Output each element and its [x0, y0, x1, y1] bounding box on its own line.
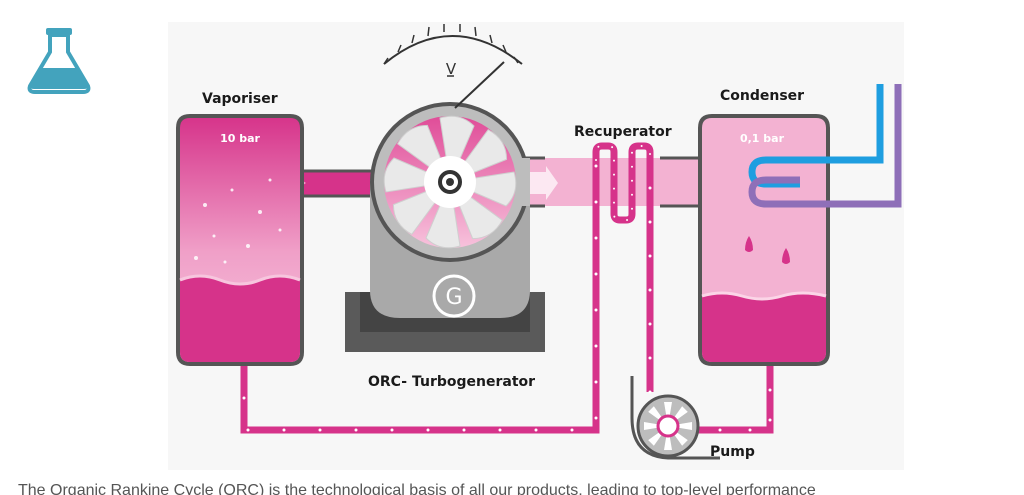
- condenser-tank: [698, 114, 830, 366]
- condenser-pressure: 0,1 bar: [740, 132, 785, 145]
- flow-arrow-icon: [530, 166, 558, 200]
- vaporiser-label: Vaporiser: [202, 91, 278, 107]
- turbogenerator-label: ORC- Turbogenerator: [368, 374, 535, 390]
- vaporiser-pressure: 10 bar: [220, 132, 260, 145]
- pump-label: Pump: [710, 444, 755, 460]
- condensate-pipe: [690, 360, 774, 434]
- flask-icon: [27, 28, 91, 94]
- figure-caption: The Organic Rankine Cycle (ORC) is the t…: [18, 482, 816, 495]
- turbogenerator: [345, 102, 545, 352]
- meter-unit: V: [446, 60, 457, 78]
- liquid-return-pipe: [240, 160, 600, 434]
- recuperator-label: Recuperator: [574, 124, 672, 140]
- vapour-pipe: [300, 169, 382, 198]
- voltmeter-icon: [383, 24, 523, 109]
- cooling-coil: [748, 84, 902, 208]
- condenser-label: Condenser: [720, 88, 804, 104]
- vaporiser-tank: [176, 114, 304, 366]
- pump-icon: [630, 376, 720, 460]
- generator-symbol: G: [445, 285, 462, 310]
